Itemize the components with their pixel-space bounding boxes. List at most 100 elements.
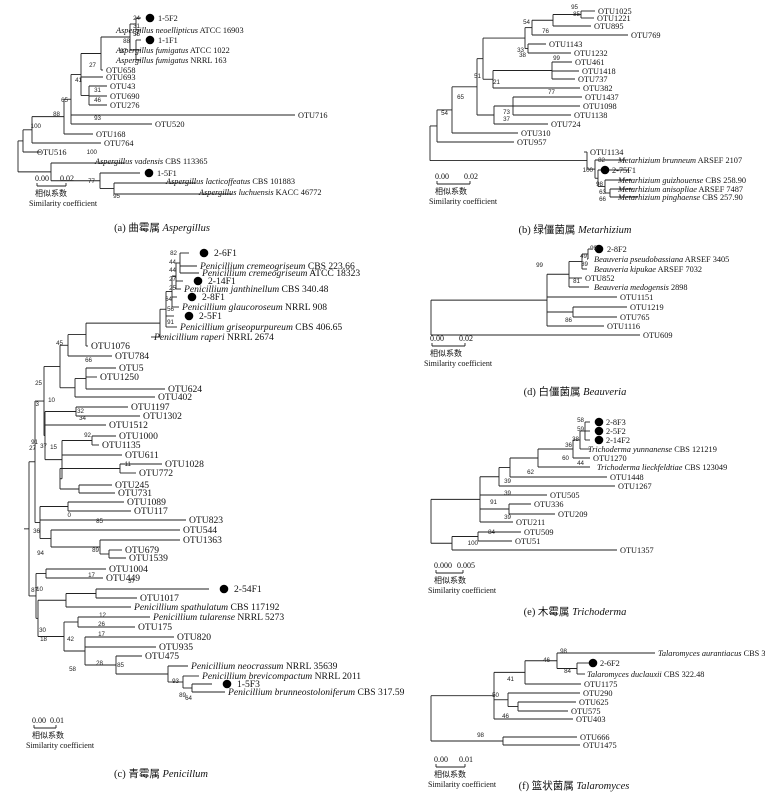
bootstrap-value: 54 bbox=[523, 19, 530, 26]
taxon-label: OTU1418 bbox=[582, 67, 616, 76]
bootstrap-value: 33 bbox=[517, 47, 524, 54]
isolate-label: 2-8F1 bbox=[202, 292, 225, 303]
bootstrap-value: 98 bbox=[596, 181, 603, 188]
isolate-label: 2-14F2 bbox=[606, 436, 630, 445]
isolate-marker bbox=[594, 426, 604, 436]
taxon-label: OTU575 bbox=[571, 707, 601, 716]
taxon-label: OTU658 bbox=[106, 66, 136, 75]
scale-label-en: Similarity coefficient bbox=[429, 197, 498, 206]
bootstrap-value: 46 bbox=[543, 657, 550, 664]
taxon-label: OTU690 bbox=[110, 92, 140, 101]
taxon-label: OTU784 bbox=[115, 351, 149, 362]
bootstrap-value: 41 bbox=[75, 77, 82, 84]
isolate-label: 2-6F1 bbox=[214, 248, 237, 259]
taxon-label: Aspergillus fumigatus NRRL 163 bbox=[115, 56, 227, 65]
taxon-label: Penicillium griseopurpureum CBS 406.65 bbox=[179, 322, 342, 333]
isolate-label: 1-1F1 bbox=[158, 36, 178, 45]
taxon-label: OTU1539 bbox=[129, 553, 168, 564]
taxon-label: OTU823 bbox=[189, 515, 223, 526]
taxon-label: Metarhizium guizhouense CBS 258.90 bbox=[617, 176, 746, 185]
taxon-label: OTU1089 bbox=[127, 497, 166, 508]
bootstrap-value: 76 bbox=[542, 28, 549, 35]
isolate-marker bbox=[145, 13, 155, 23]
bootstrap-value: 39 bbox=[504, 514, 511, 521]
bootstrap-value: 27 bbox=[89, 62, 96, 69]
taxon-label: OTU1221 bbox=[597, 14, 631, 23]
scale-label-cn: 相似系数 bbox=[430, 348, 462, 358]
taxon-label: OTU1135 bbox=[102, 440, 141, 451]
taxon-label: OTU1437 bbox=[585, 93, 619, 102]
bootstrap-value: 91 bbox=[167, 319, 174, 326]
bootstrap-value: 26 bbox=[98, 621, 105, 628]
taxon-label: OTU245 bbox=[115, 480, 149, 491]
bootstrap-value: 36 bbox=[565, 442, 572, 449]
bootstrap-value: 10 bbox=[48, 397, 55, 404]
taxon-label: OTU168 bbox=[96, 130, 126, 139]
taxon-label: OTU769 bbox=[631, 31, 661, 40]
bootstrap-value: 100 bbox=[468, 540, 479, 547]
bootstrap-value: 81 bbox=[573, 278, 580, 285]
panel-caption: (a) 曲霉属 Aspergillus bbox=[114, 222, 210, 234]
taxon-label: Aspergillus fumigatus ATCC 1022 bbox=[115, 46, 230, 55]
taxon-label: Talaromyces duclauxii CBS 322.48 bbox=[587, 670, 704, 679]
isolate-label: 1-5F2 bbox=[158, 14, 178, 23]
isolate-marker bbox=[187, 292, 197, 302]
bootstrap-value: 25 bbox=[169, 285, 176, 292]
taxon-label: OTU449 bbox=[106, 573, 140, 584]
isolate-marker bbox=[144, 168, 154, 178]
taxon-label: OTU957 bbox=[517, 138, 547, 147]
taxon-label: OTU764 bbox=[104, 139, 134, 148]
taxon-label: OTU1448 bbox=[610, 473, 644, 482]
bootstrap-value: 66 bbox=[599, 196, 606, 203]
taxon-label: Penicillium brevicompactum NRRL 2011 bbox=[201, 671, 361, 682]
bootstrap-value: 63 bbox=[599, 189, 606, 196]
scale-label-en: Similarity coefficient bbox=[428, 780, 497, 789]
bootstrap-value: 27 bbox=[169, 276, 176, 283]
bootstrap-value: 42 bbox=[67, 636, 74, 643]
taxon-label: OTU1028 bbox=[165, 459, 204, 470]
isolate-label: 2-6F2 bbox=[600, 659, 620, 668]
panel-metarhizium: OTU1025OTU1221OTU895OTU769OTU1143OTU1232… bbox=[429, 4, 746, 236]
taxon-label: OTU1098 bbox=[583, 102, 617, 111]
taxon-label: OTU609 bbox=[643, 331, 673, 340]
taxon-label: OTU1175 bbox=[584, 680, 617, 689]
bootstrap-value: 100 bbox=[583, 167, 594, 174]
taxon-label: OTU1232 bbox=[574, 49, 608, 58]
panel-caption: (f) 篮状菌属 Talaromyces bbox=[519, 779, 630, 792]
isolate-label: 2-75F1 bbox=[612, 166, 636, 175]
panel-talaromyces: Talaromyces aurantiacus CBS 314.592-6F2T… bbox=[428, 648, 765, 792]
bootstrap-value: 98 bbox=[477, 732, 484, 739]
taxon-label: Aspergillus vadensis CBS 113365 bbox=[94, 157, 208, 166]
isolate-marker bbox=[193, 276, 203, 286]
bootstrap-value: 3 bbox=[36, 401, 40, 408]
isolate-marker bbox=[184, 311, 194, 321]
isolate-marker bbox=[594, 417, 604, 427]
taxon-label: Penicillium glaucoroseum NRRL 908 bbox=[181, 302, 327, 313]
scale-tick-right: 0.005 bbox=[457, 561, 475, 570]
taxon-label: Beauveria pseudobassiana ARSEF 3405 bbox=[594, 255, 729, 264]
isolate-marker bbox=[600, 165, 610, 175]
bootstrap-value: 39 bbox=[581, 261, 588, 268]
taxon-label: Penicillium janthinellum CBS 340.48 bbox=[183, 284, 329, 295]
taxon-label: OTU51 bbox=[515, 537, 540, 546]
bootstrap-value: 17 bbox=[88, 572, 95, 579]
taxon-label: OTU276 bbox=[110, 101, 140, 110]
bootstrap-value: 44 bbox=[169, 267, 176, 274]
panel-caption: (d) 白僵菌属 Beauveria bbox=[524, 385, 627, 398]
bootstrap-value: 85 bbox=[573, 11, 580, 18]
taxon-label: OTU1197 bbox=[131, 402, 170, 413]
bootstrap-value: 11 bbox=[125, 461, 132, 468]
taxon-label: OTU679 bbox=[125, 545, 159, 556]
taxon-label: Trichoderma yunnanense CBS 121219 bbox=[588, 445, 717, 454]
bootstrap-value: 55 bbox=[133, 31, 140, 38]
taxon-label: OTU895 bbox=[594, 22, 624, 31]
taxon-label: OTU461 bbox=[575, 58, 605, 67]
taxon-label: OTU1076 bbox=[91, 341, 130, 352]
taxon-label: OTU724 bbox=[551, 120, 581, 129]
isolate-label: 2-5F2 bbox=[606, 427, 626, 436]
taxon-label: OTU1000 bbox=[119, 431, 158, 442]
isolate-label: 2-5F1 bbox=[199, 311, 222, 322]
isolate-label: 2-54F1 bbox=[234, 584, 262, 595]
bootstrap-value: 65 bbox=[61, 97, 68, 104]
